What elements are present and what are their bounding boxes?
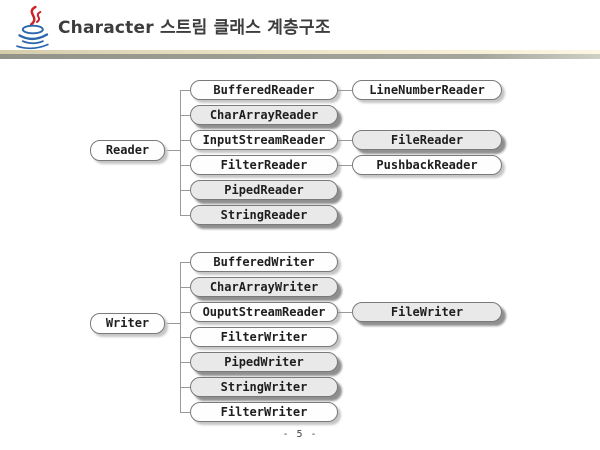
connector-line [180,262,190,263]
class-box-pushbackreader: PushbackReader [352,155,502,175]
connector-line [180,387,190,388]
header-divider-bottom [0,54,600,59]
connector-line [165,323,180,324]
class-box-bufferedwriter: BufferedWriter [190,252,338,272]
class-box-chararraywriter: CharArrayWriter [190,277,338,297]
class-box-filterwriter: FilterWriter [190,327,338,347]
class-box-writer: Writer [90,312,165,334]
class-box-ouputstreamreader: OuputStreamReader [190,302,338,322]
header-divider-top [0,50,600,54]
connector-line [180,140,190,141]
connector-line [338,165,352,166]
connector-line [180,362,190,363]
class-box-filewriter: FileWriter [352,302,502,322]
connector-line [338,140,352,141]
connector-line [180,412,190,413]
class-box-filterwriter: FilterWriter [190,402,338,422]
connector-line [180,115,190,116]
class-box-reader: Reader [90,139,165,161]
connector-line [180,90,181,215]
connector-line [180,337,190,338]
connector-line [338,312,352,313]
java-logo-icon [16,5,49,50]
class-box-inputstreamreader: InputStreamReader [190,130,338,150]
connector-line [180,215,190,216]
class-box-stringreader: StringReader [190,205,338,225]
connector-line [180,165,190,166]
connector-line [180,287,190,288]
class-box-stringwriter: StringWriter [190,377,338,397]
connector-line [338,90,352,91]
class-box-chararrayreader: CharArrayReader [190,105,338,125]
class-box-pipedwriter: PipedWriter [190,352,338,372]
connector-line [165,150,180,151]
class-box-filterreader: FilterReader [190,155,338,175]
connector-line [180,312,190,313]
slide-title: Character 스트림 클래스 계층구조 [58,18,331,38]
class-box-bufferedreader: BufferedReader [190,80,338,100]
class-box-pipedreader: PipedReader [190,180,338,200]
page-number: - 5 - [282,429,318,440]
class-box-filereader: FileReader [352,130,502,150]
connector-line [180,90,190,91]
connector-line [180,190,190,191]
class-box-linenumberreader: LineNumberReader [352,80,502,100]
